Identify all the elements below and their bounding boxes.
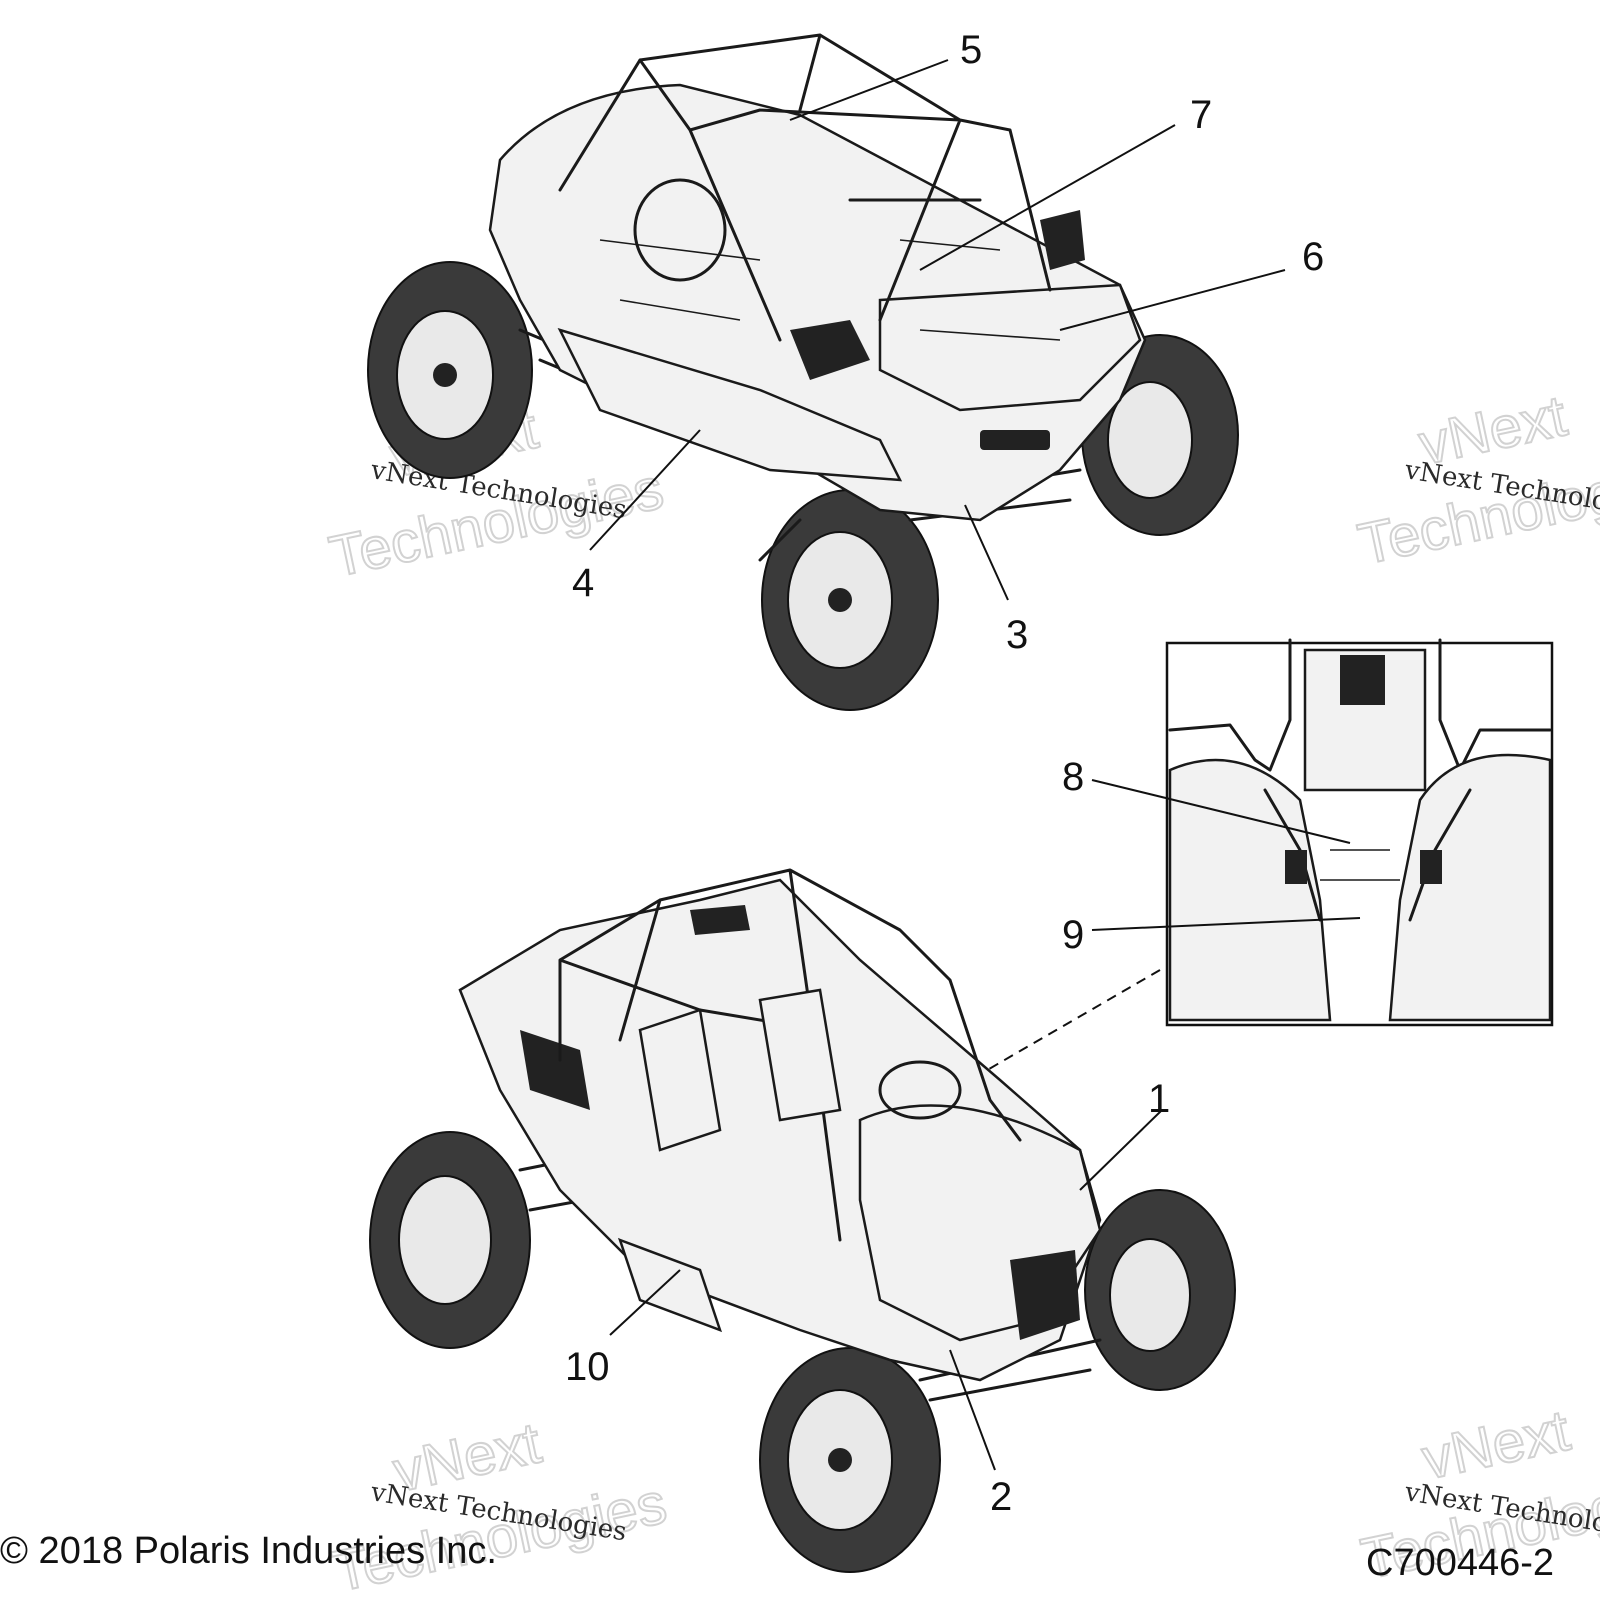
watermark-text: vNext <box>1417 1398 1576 1492</box>
callout-10: 10 <box>565 1345 610 1389</box>
belt-buckle-right <box>1420 850 1442 884</box>
callout-3: 3 <box>1006 613 1028 657</box>
inset-seat-detail <box>1165 638 1554 1027</box>
floor-lines <box>1320 849 1400 881</box>
tire-front-left <box>761 489 939 711</box>
leader-4 <box>589 429 701 551</box>
leader-6 <box>1059 269 1286 331</box>
cargo-bed <box>878 283 1142 412</box>
shifter-knob <box>1340 655 1385 705</box>
callout-8: 8 <box>1062 755 1084 799</box>
front-grille <box>1010 1250 1080 1340</box>
roll-cage <box>558 33 1052 342</box>
callout-1: 1 <box>1148 1077 1170 1121</box>
callout-9: 9 <box>1062 913 1084 957</box>
leader-8 <box>1091 779 1351 844</box>
leader-2 <box>949 1349 996 1471</box>
center-console-left <box>1168 638 1292 772</box>
belt-buckle-left <box>1285 850 1307 884</box>
seat-back-left <box>638 1008 722 1152</box>
body-detail-lines <box>599 239 1061 341</box>
side-rocker-bottom <box>617 1237 723 1333</box>
rear-side-vent <box>520 1030 590 1110</box>
callout-2: 2 <box>990 1475 1012 1519</box>
steering-wheel-bottom <box>878 1060 962 1120</box>
vehicle-top-illustration <box>367 33 1239 711</box>
leader-10 <box>609 1269 681 1336</box>
callout-6: 6 <box>1302 235 1324 279</box>
callout-4: 4 <box>572 561 594 605</box>
leader-5 <box>789 59 949 121</box>
tire-rear-left <box>367 261 533 479</box>
leader-9 <box>1091 917 1361 931</box>
callout-5: 5 <box>960 28 982 72</box>
side-vent <box>790 320 870 380</box>
rear-panel-vent <box>690 905 750 935</box>
leader-3 <box>964 504 1009 601</box>
copyright-text: © 2018 Polaris Industries Inc. <box>0 1530 497 1572</box>
seat-back-right <box>758 988 842 1122</box>
tail-light <box>980 430 1050 450</box>
tire-front-right <box>1081 334 1239 536</box>
seat-left <box>1168 758 1332 1022</box>
tire-front-right-bottom <box>1084 1189 1236 1391</box>
steering-wheel <box>633 178 727 282</box>
tire-rear-left-bottom <box>369 1131 531 1349</box>
diagram-code: C700446-2 <box>1366 1542 1554 1584</box>
leader-1 <box>1079 1109 1163 1191</box>
vehicle-bottom-illustration <box>369 868 1236 1573</box>
callout-7: 7 <box>1190 93 1212 137</box>
tire-front-left-bottom <box>759 1347 941 1573</box>
side-rocker-panel <box>557 327 903 482</box>
leader-7 <box>919 124 1176 271</box>
rear-vent <box>1040 210 1085 270</box>
seat-right <box>1388 753 1552 1022</box>
inset-reference-line <box>969 969 1161 1081</box>
